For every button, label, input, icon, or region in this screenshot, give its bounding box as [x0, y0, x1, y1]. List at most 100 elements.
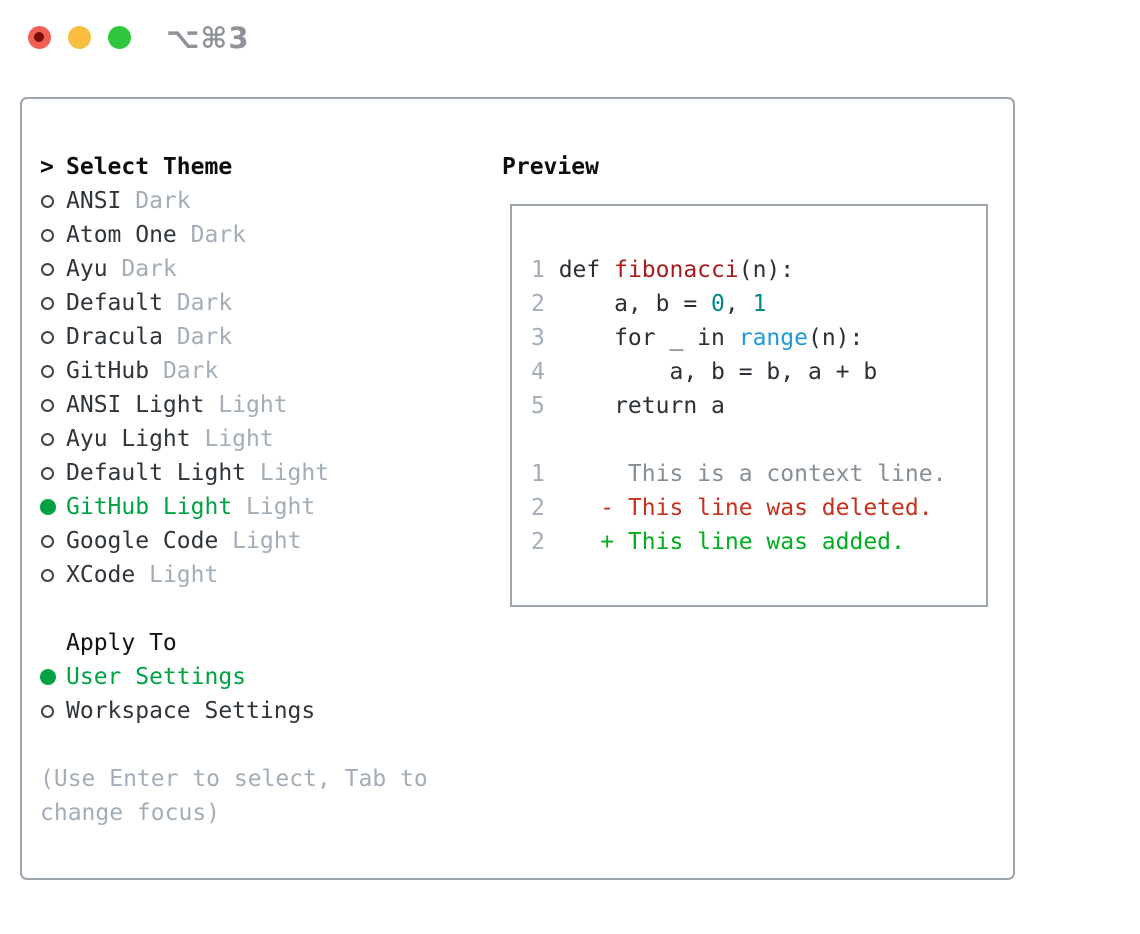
code-line: 2 a, b = 0, 1	[531, 287, 946, 321]
line-number: 1	[531, 257, 545, 283]
theme-name: GitHub	[66, 358, 150, 384]
code-segment-number: 1	[752, 291, 767, 317]
code-segment-added: + This line was added.	[544, 529, 905, 555]
line-number: 2	[531, 529, 545, 555]
line-number: 2	[531, 291, 545, 317]
close-button[interactable]	[28, 26, 51, 49]
select-theme-heading: Select Theme	[66, 154, 233, 180]
line-number: 3	[531, 325, 545, 351]
radio-unselected-icon	[41, 568, 54, 582]
theme-name: Dracula	[66, 324, 163, 350]
theme-option-ayu-light[interactable]: Ayu Light Light	[40, 422, 480, 456]
theme-name: ANSI	[66, 188, 122, 214]
radio-unselected-icon	[41, 398, 54, 412]
code-segment-context: This is a context line.	[544, 461, 947, 487]
code-line: 1 def fibonacci(n):	[531, 253, 946, 287]
line-number: 2	[531, 495, 545, 521]
radio-icon	[40, 534, 66, 548]
radio-icon	[40, 669, 66, 685]
code-segment-default: a, b = b, a + b	[544, 359, 878, 385]
select-theme-prompt: > Select Theme	[40, 150, 480, 184]
line-number: 4	[531, 359, 545, 385]
line-number: 1	[531, 461, 545, 487]
radio-icon	[40, 568, 66, 582]
theme-variant: Light	[135, 562, 219, 588]
code-line: 4 a, b = b, a + b	[531, 355, 946, 389]
radio-icon	[40, 228, 66, 242]
theme-name: Google Code	[66, 528, 219, 554]
radio-selected-icon	[40, 669, 56, 685]
apply-option-user-settings[interactable]: User Settings	[40, 660, 480, 694]
title-bar: ⌥⌘3	[0, 0, 1140, 76]
code-segment-deleted: - This line was deleted.	[544, 495, 933, 521]
code-segment-function: fibonacci	[614, 257, 739, 283]
code-line: 2 + This line was added.	[531, 525, 946, 559]
radio-icon	[40, 466, 66, 480]
code-line: 5 return a	[531, 389, 946, 423]
radio-icon	[40, 330, 66, 344]
spacer	[40, 592, 480, 626]
radio-icon	[40, 262, 66, 276]
theme-variant: Light	[218, 528, 302, 554]
spacer	[40, 728, 480, 762]
theme-option-github-light[interactable]: GitHub Light Light	[40, 490, 480, 524]
code-segment-default: for _ in	[544, 325, 739, 351]
theme-variant: Dark	[162, 324, 233, 350]
radio-icon	[40, 296, 66, 310]
window-title: ⌥⌘3	[166, 21, 250, 55]
preview-heading: Preview	[502, 154, 599, 180]
theme-name: Ayu Light	[66, 426, 191, 452]
minimize-button[interactable]	[68, 26, 91, 49]
apply-to-heading-row: Apply To	[40, 626, 480, 660]
theme-name: XCode	[66, 562, 136, 588]
zoom-button[interactable]	[108, 26, 131, 49]
radio-selected-icon	[40, 499, 56, 515]
theme-option-ansi-light[interactable]: ANSI Light Light	[40, 388, 480, 422]
code-segment-default: (n):	[738, 257, 795, 283]
theme-option-dracula[interactable]: Dracula Dark	[40, 320, 480, 354]
theme-variant: Dark	[162, 290, 233, 316]
apply-to-heading: Apply To	[66, 630, 177, 656]
code-segment-default: ,	[724, 291, 753, 317]
radio-unselected-icon	[41, 534, 54, 548]
radio-unselected-icon	[41, 330, 54, 344]
code-line: 2 - This line was deleted.	[531, 491, 946, 525]
keyboard-hint-line-2: change focus)	[40, 800, 221, 826]
prompt-caret-icon: >	[40, 154, 54, 180]
radio-unselected-icon	[41, 364, 54, 378]
code-segment-default: return a	[544, 393, 725, 419]
theme-option-default[interactable]: Default Dark	[40, 286, 480, 320]
code-line	[531, 423, 946, 457]
radio-unselected-icon	[41, 704, 54, 718]
theme-option-ansi[interactable]: ANSI Dark	[40, 184, 480, 218]
radio-unselected-icon	[41, 466, 54, 480]
code-segment-default: def	[544, 257, 615, 283]
theme-name: ANSI Light	[66, 392, 205, 418]
radio-icon	[40, 704, 66, 718]
code-segment-builtin: range	[738, 325, 808, 351]
radio-icon	[40, 432, 66, 446]
code-line: 1 This is a context line.	[531, 457, 946, 491]
radio-unselected-icon	[41, 228, 54, 242]
theme-option-ayu[interactable]: Ayu Dark	[40, 252, 480, 286]
code-segment-default: (n):	[807, 325, 864, 351]
theme-name: Default Light	[66, 460, 247, 486]
apply-option-label: Workspace Settings	[66, 698, 316, 724]
theme-variant: Light	[232, 494, 316, 520]
theme-option-default-light[interactable]: Default Light Light	[40, 456, 480, 490]
theme-name: Atom One	[66, 222, 177, 248]
theme-option-atom-one[interactable]: Atom One Dark	[40, 218, 480, 252]
theme-option-google-code[interactable]: Google Code Light	[40, 524, 480, 558]
apply-option-workspace-settings[interactable]: Workspace Settings	[40, 694, 480, 728]
radio-unselected-icon	[41, 194, 54, 208]
radio-unselected-icon	[41, 296, 54, 310]
line-number: 5	[531, 393, 545, 419]
theme-option-github[interactable]: GitHub Dark	[40, 354, 480, 388]
code-line: 3 for _ in range(n):	[531, 321, 946, 355]
theme-option-xcode[interactable]: XCode Light	[40, 558, 480, 592]
